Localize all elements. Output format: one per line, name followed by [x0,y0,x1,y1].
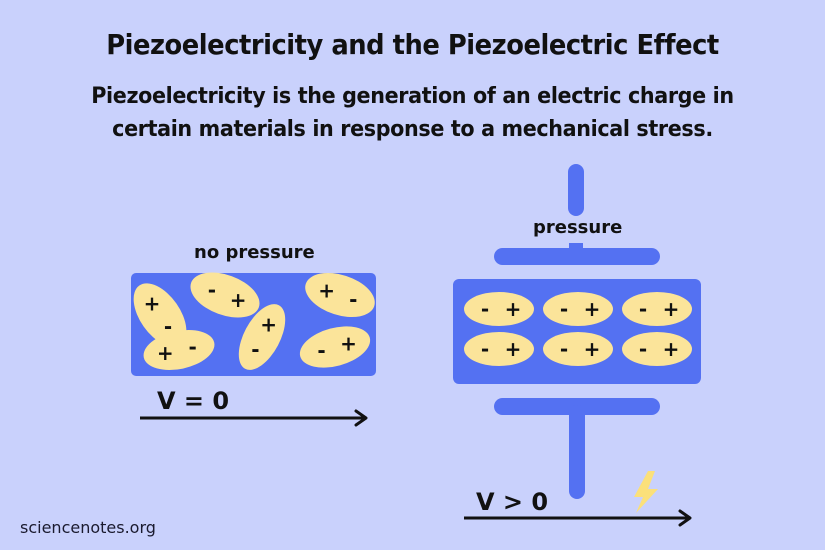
dipole-body [143,329,215,371]
dipole-body [190,272,260,318]
dipole-body [464,332,534,366]
press-bottom-rod [569,405,585,499]
dipole-body [543,292,613,326]
negative-charge: - [208,278,216,302]
dipole: -+ [238,304,286,370]
dipole-body [464,292,534,326]
dipole-body [299,326,371,368]
subtitle-line-1: Piezoelectricity is the generation of an… [91,83,734,109]
positive-charge: + [157,341,174,365]
dipole-body [133,283,187,347]
dipole: -+ [190,272,260,318]
voltage-arrow-left [140,409,368,427]
dipole-body [622,332,692,366]
positive-charge: + [230,288,247,312]
dipole: +- [133,283,187,347]
dipole-body [238,304,286,370]
right-dipoles: -+-+-+-+-+-+ [464,292,692,366]
positive-charge: + [505,297,522,321]
source-credit: sciencenotes.org [20,518,156,537]
negative-charge: - [164,314,172,338]
arrow-head-icon [354,409,368,427]
positive-charge: + [584,337,601,361]
positive-charge: + [340,331,357,355]
press-bottom [494,398,660,499]
positive-charge: + [144,292,161,316]
negative-charge: - [560,337,568,361]
positive-charge: + [505,337,522,361]
press-top-plate [494,248,660,265]
dipole: -+ [464,332,534,366]
negative-charge: - [189,335,197,359]
dipole: -+ [622,332,692,366]
dipole: +- [305,272,375,318]
voltage-zero-label: V = 0 [157,387,230,415]
positive-charge: + [663,297,680,321]
dipole: -+ [543,332,613,366]
negative-charge: - [317,339,325,363]
press-top [494,164,660,265]
voltage-arrow-right [464,509,692,527]
negative-charge: - [481,337,489,361]
pressure-label: pressure [533,217,623,238]
negative-charge: - [251,337,259,361]
page-title: Piezoelectricity and the Piezoelectric E… [106,28,719,61]
dipole: +- [143,329,215,371]
press-top-rod [568,164,584,216]
subtitle-line-2: certain materials in response to a mecha… [112,116,713,142]
dipole: -+ [622,292,692,326]
arrow-head-icon [678,509,692,527]
left-dipoles: +--+-++-+--+ [133,272,375,371]
dipole-body [305,272,375,318]
negative-charge: - [349,287,357,311]
positive-charge: + [260,313,277,337]
positive-charge: + [663,337,680,361]
positive-charge: + [318,279,335,303]
dipole: -+ [464,292,534,326]
lightning-bolt-icon [634,471,658,513]
negative-charge: - [481,297,489,321]
dipole: -+ [543,292,613,326]
dipole-body [543,332,613,366]
dipole-body [622,292,692,326]
negative-charge: - [560,297,568,321]
subtitle: Piezoelectricity is the generation of an… [33,80,792,146]
no-pressure-label: no pressure [194,242,315,263]
voltage-positive-label: V > 0 [476,488,549,516]
negative-charge: - [639,297,647,321]
negative-charge: - [639,337,647,361]
dipole: -+ [299,326,371,368]
positive-charge: + [584,297,601,321]
